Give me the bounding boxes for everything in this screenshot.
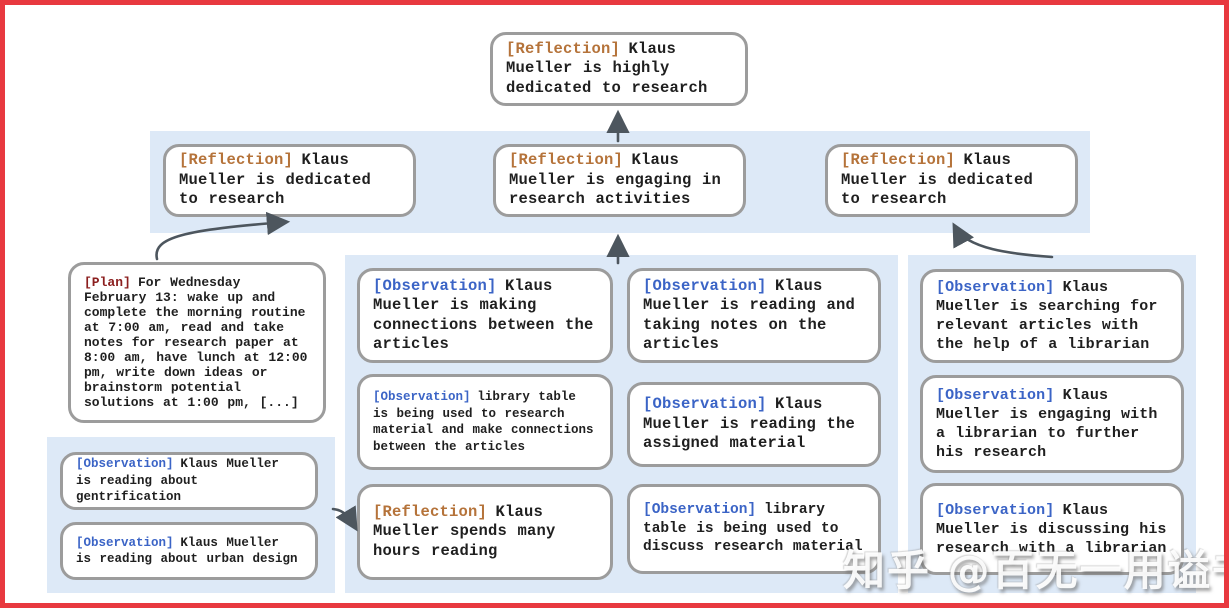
observation-tag: [Observation] bbox=[936, 501, 1055, 519]
memory-node-reflection-left: [Reflection]Klaus Mueller is dedicated t… bbox=[163, 144, 416, 217]
reflection-tag: [Reflection] bbox=[841, 151, 956, 170]
memory-text: Klaus Mueller is reading about urban des… bbox=[76, 535, 298, 567]
memory-text: Klaus Mueller is dedicated to research bbox=[179, 151, 372, 209]
observation-tag: [Observation] bbox=[936, 279, 1055, 296]
memory-node-obs-discussing: [Observation]Klaus Mueller is discussing… bbox=[920, 483, 1184, 575]
memory-text: library table is being used to research … bbox=[373, 390, 594, 454]
observation-tag: [Observation] bbox=[643, 276, 767, 295]
memory-node-obs-assigned: [Observation]Klaus Mueller is reading th… bbox=[627, 382, 881, 467]
memory-node-reflection-right: [Reflection]Klaus Mueller is dedicated t… bbox=[825, 144, 1078, 217]
memory-text: Klaus Mueller is discussing his research… bbox=[936, 501, 1167, 557]
memory-node-obs-engaging: [Observation]Klaus Mueller is engaging w… bbox=[920, 375, 1184, 473]
memory-text: Klaus Mueller is searching for relevant … bbox=[936, 279, 1158, 353]
memory-node-plan: [Plan]For Wednesday February 13: wake up… bbox=[68, 262, 326, 423]
memory-text: Klaus Mueller spends many hours reading bbox=[373, 502, 556, 560]
memory-text: Klaus Mueller is making connections betw… bbox=[373, 276, 594, 354]
plan-tag: [Plan] bbox=[84, 275, 131, 290]
reflection-tag: [Reflection] bbox=[179, 151, 294, 170]
memory-node-obs-searching: [Observation]Klaus Mueller is searching … bbox=[920, 269, 1184, 363]
memory-node-obs-reading-notes: [Observation]Klaus Mueller is reading an… bbox=[627, 268, 881, 363]
observation-tag: [Observation] bbox=[643, 395, 767, 414]
observation-tag: [Observation] bbox=[936, 387, 1055, 404]
memory-text: Klaus Mueller is engaging with a librari… bbox=[936, 387, 1158, 461]
reflection-tag: [Reflection] bbox=[509, 151, 624, 170]
memory-node-obs-gentrification: [Observation]Klaus Mueller is reading ab… bbox=[60, 452, 318, 510]
memory-node-obs-library-research: [Observation]library table is being used… bbox=[357, 374, 613, 470]
memory-node-top-reflection: [Reflection]Klaus Mueller is highly dedi… bbox=[490, 32, 748, 106]
memory-node-reflection-hours: [Reflection]Klaus Mueller spends many ho… bbox=[357, 484, 613, 580]
observation-tag: [Observation] bbox=[373, 390, 471, 404]
observation-tag: [Observation] bbox=[373, 276, 497, 295]
memory-text: Klaus Mueller is highly dedicated to res… bbox=[506, 39, 708, 97]
memory-text: Klaus Mueller is reading the assigned ma… bbox=[643, 395, 856, 453]
memory-text: Klaus Mueller is reading about gentrific… bbox=[76, 457, 279, 505]
memory-text: For Wednesday February 13: wake up and c… bbox=[84, 275, 308, 410]
reflection-tag: [Reflection] bbox=[373, 502, 488, 521]
observation-tag: [Observation] bbox=[76, 457, 174, 472]
memory-text: Klaus Mueller is reading and taking note… bbox=[643, 276, 856, 354]
memory-node-obs-connections: [Observation]Klaus Mueller is making con… bbox=[357, 268, 613, 363]
reflection-tag: [Reflection] bbox=[506, 39, 621, 58]
memory-text: library table is being used to discuss r… bbox=[643, 502, 863, 556]
observation-tag: [Observation] bbox=[643, 502, 757, 519]
memory-text: Klaus Mueller is engaging in research ac… bbox=[509, 151, 722, 209]
memory-text: Klaus Mueller is dedicated to research bbox=[841, 151, 1034, 209]
memory-node-reflection-mid: [Reflection]Klaus Mueller is engaging in… bbox=[493, 144, 746, 217]
memory-node-obs-library-discuss: [Observation]library table is being used… bbox=[627, 484, 881, 574]
observation-tag: [Observation] bbox=[76, 535, 174, 550]
memory-node-obs-urban-design: [Observation]Klaus Mueller is reading ab… bbox=[60, 522, 318, 580]
